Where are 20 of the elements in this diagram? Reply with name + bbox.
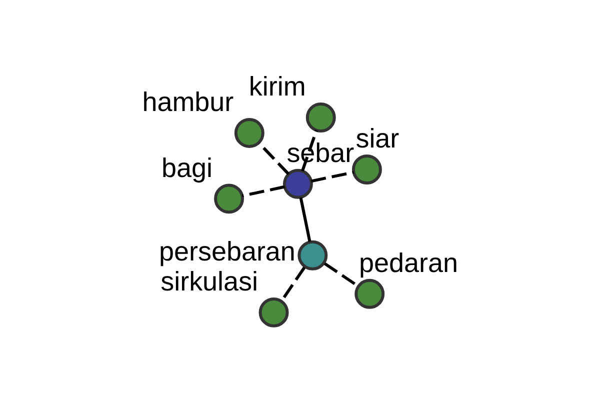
node-circle (282, 168, 312, 199)
connector (300, 130, 318, 172)
node-label: kirim (248, 72, 306, 102)
node-circle (214, 184, 244, 214)
node-label: siar (355, 124, 399, 154)
connector (298, 197, 311, 242)
node-circle (305, 102, 336, 133)
node-circle (234, 118, 264, 148)
node-label: persebaran (158, 236, 295, 266)
node-label: pedaran (358, 248, 458, 278)
connector (258, 142, 290, 176)
node-circle (297, 240, 328, 270)
node-label: bagi (161, 152, 212, 183)
node-circle (354, 278, 384, 309)
node-label: sebar (286, 138, 354, 168)
node-label: sirkulasi (160, 266, 258, 297)
node-label: hambur (142, 87, 234, 118)
connector (310, 170, 354, 183)
connector (241, 185, 284, 198)
node-circle (258, 297, 288, 328)
